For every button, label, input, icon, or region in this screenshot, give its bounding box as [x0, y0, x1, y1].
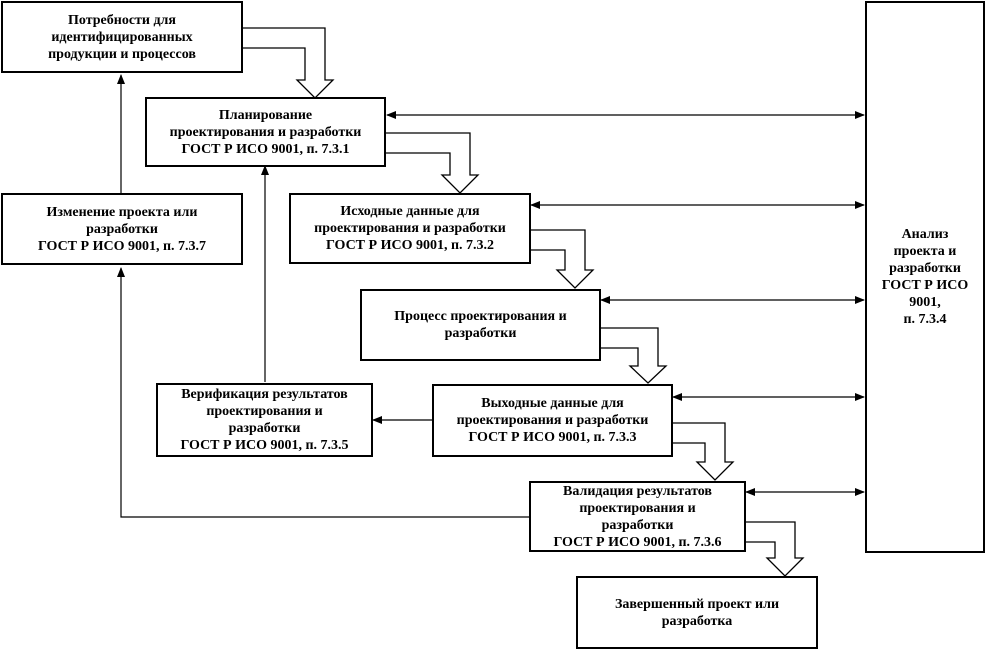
- inputs-box: Исходные данные для проектирования и раз…: [289, 193, 531, 264]
- process-box: Процесс проектирования и разработки: [360, 289, 601, 361]
- flow-arrow-outputs-to-validation: [671, 422, 735, 481]
- validation-box: Валидация результатов проектирования и р…: [529, 481, 746, 552]
- flow-arrow-planning-to-inputs: [384, 132, 480, 194]
- link-validation-to-change: [117, 267, 529, 518]
- flow-arrow-process-to-outputs: [599, 327, 668, 384]
- needs-box: Потребности для идентифицированных проду…: [1, 1, 243, 73]
- flow-arrow-needs-to-planning: [241, 27, 335, 99]
- flow-arrow-validation-to-completed: [744, 521, 805, 577]
- review-box: Анализ проекта и разработки ГОСТ Р ИСО 9…: [865, 1, 985, 553]
- verification-box: Верификация результатов проектирования и…: [156, 383, 373, 457]
- change-box: Изменение проекта или разработки ГОСТ Р …: [1, 193, 243, 265]
- outputs-box: Выходные данные для проектирования и раз…: [432, 384, 673, 457]
- flow-arrow-inputs-to-process: [529, 229, 595, 289]
- completed-box: Завершенный проект или разработка: [576, 576, 818, 649]
- planning-box: Планирование проектирования и разработки…: [145, 97, 386, 167]
